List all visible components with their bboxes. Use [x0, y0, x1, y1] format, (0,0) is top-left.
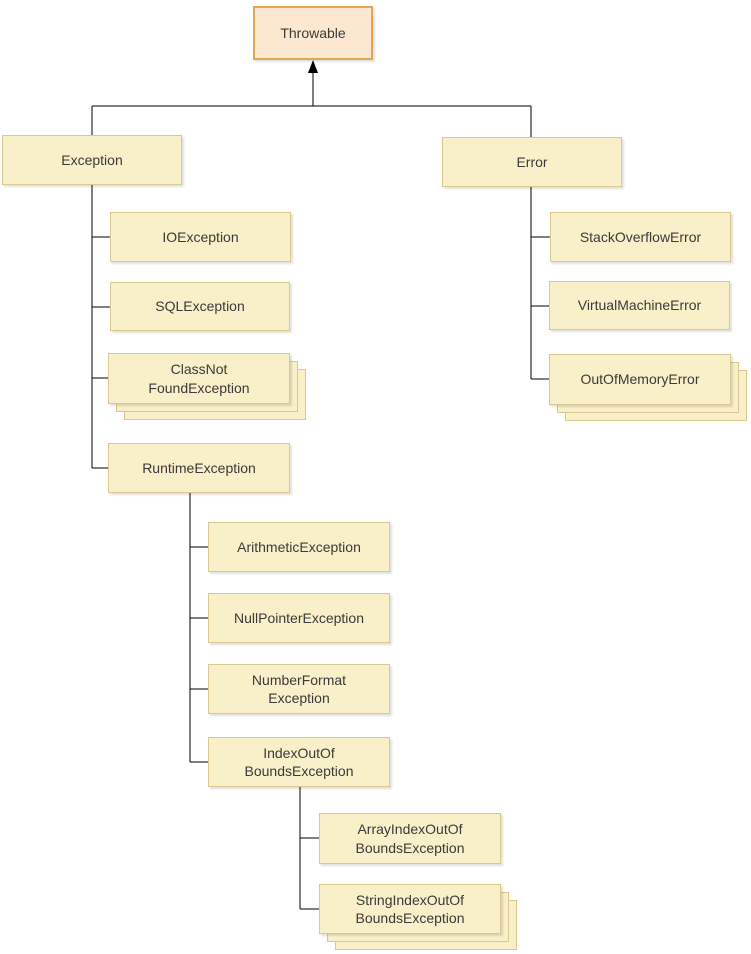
- node-error: Error: [442, 137, 622, 187]
- node-arrayindexoutofboundsexception: ArrayIndexOutOf BoundsException: [319, 813, 501, 864]
- node-runtimeexception: RuntimeException: [108, 443, 290, 493]
- node-classnotfoundexception: ClassNot FoundException: [108, 353, 290, 404]
- node-exception: Exception: [2, 135, 182, 185]
- node-indexoutofboundsexception: IndexOutOf BoundsException: [208, 737, 390, 787]
- node-sqlexception: SQLException: [110, 282, 290, 331]
- node-stringindexoutofboundsexception: StringIndexOutOf BoundsException: [319, 884, 501, 934]
- node-throwable: Throwable: [253, 6, 373, 60]
- node-outofmemoryerror: OutOfMemoryError: [549, 354, 731, 405]
- node-virtualmachineerror: VirtualMachineError: [549, 281, 730, 330]
- arrowhead-up-icon: [308, 60, 318, 73]
- node-numberformatexception: NumberFormat Exception: [208, 664, 390, 714]
- connector-line-group: [91, 71, 550, 910]
- node-nullpointerexception: NullPointerException: [208, 593, 390, 643]
- node-stackoverflowerror: StackOverflowError: [550, 212, 731, 262]
- node-ioexception: IOException: [110, 212, 291, 262]
- node-arithmeticexception: ArithmeticException: [208, 522, 390, 572]
